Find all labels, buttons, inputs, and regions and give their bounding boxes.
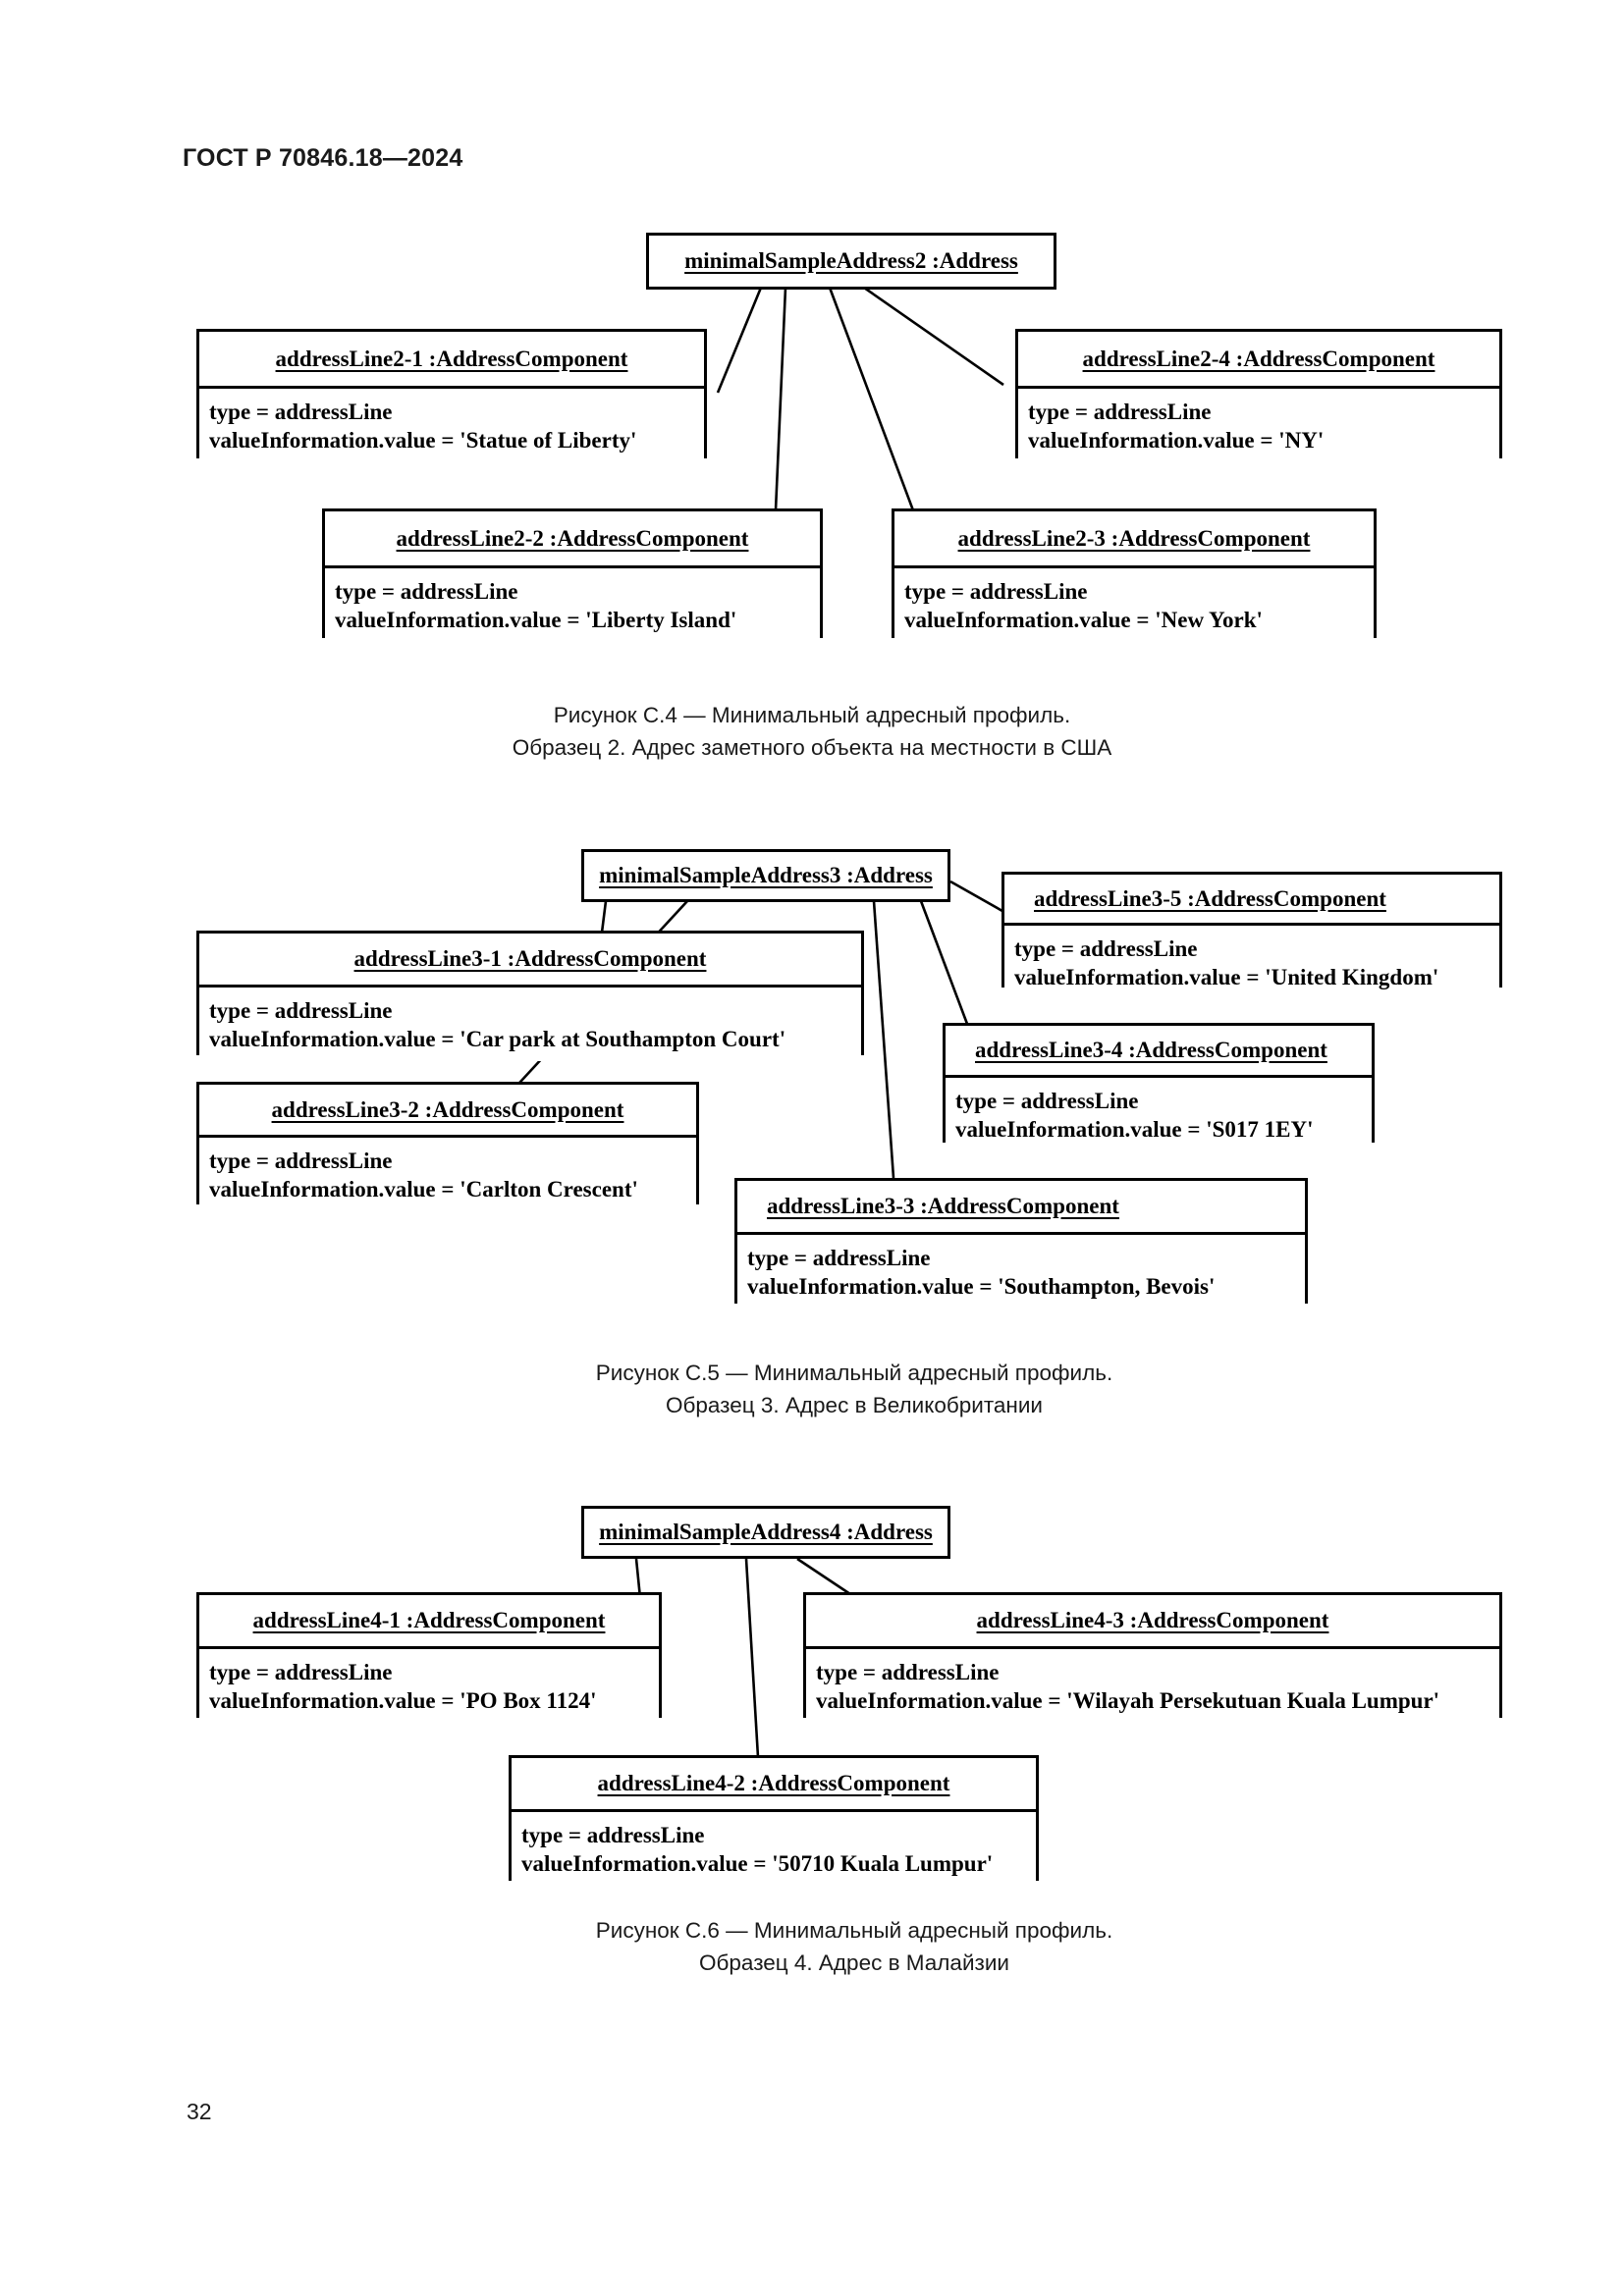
uml-title-text: minimalSampleAddress2 :Address [684,248,1018,273]
uml-title-text: addressLine2-4 :AddressComponent [1082,346,1435,371]
uml-attributes: type = addressLine valueInformation.valu… [512,1812,1036,1886]
uml-title-text: addressLine3-4 :AddressComponent [975,1038,1327,1062]
uml-attributes: type = addressLine valueInformation.valu… [199,988,861,1061]
uml-attributes: type = addressLine valueInformation.valu… [199,1138,696,1211]
uml-attributes: type = addressLine valueInformation.valu… [806,1649,1499,1723]
addressLine3-2-box[interactable]: addressLine3-2 :AddressComponent type = … [196,1082,699,1211]
addressLine2-3-box[interactable]: addressLine2-3 :AddressComponent type = … [892,508,1377,642]
uml-title-row: addressLine3-4 :AddressComponent [946,1026,1372,1078]
uml-title-row: addressLine3-3 :AddressComponent [737,1181,1305,1235]
root-minimalSampleAddress4-box[interactable]: minimalSampleAddress4 :Address [581,1506,950,1559]
figure-c6-caption: Рисунок С.6 — Минимальный адресный профи… [595,1918,1113,1975]
uml-title-row: addressLine4-3 :AddressComponent [806,1595,1499,1649]
uml-title-text: addressLine2-2 :AddressComponent [396,525,749,551]
uml-attribute-value: valueInformation.value = '50710 Kuala Lu… [521,1851,994,1876]
uml-attribute-value: valueInformation.value = 'Wilayah Persek… [816,1688,1440,1713]
uml-attribute-type: type = addressLine [816,1660,1000,1684]
uml-attributes: type = addressLine valueInformation.valu… [737,1235,1305,1308]
uml-attributes: type = addressLine valueInformation.valu… [325,568,820,642]
uml-attributes: type = addressLine valueInformation.valu… [946,1078,1372,1151]
uml-title-text: minimalSampleAddress3 :Address [599,863,933,887]
uml-title-text: addressLine3-3 :AddressComponent [767,1194,1119,1218]
uml-attributes: type = addressLine valueInformation.valu… [199,389,704,462]
uml-title-text: addressLine3-5 :AddressComponent [1034,885,1386,911]
uml-attribute-type: type = addressLine [1014,936,1198,961]
uml-title-text: addressLine4-2 :AddressComponent [597,1771,950,1795]
page-number: 32 [187,2099,212,2124]
uml-title-text: addressLine2-3 :AddressComponent [957,525,1311,551]
uml-attribute-type: type = addressLine [955,1089,1139,1113]
uml-title-text: addressLine3-2 :AddressComponent [271,1096,624,1122]
uml-attribute-value: valueInformation.value = 'Southampton, B… [747,1274,1216,1299]
uml-attribute-value: valueInformation.value = 'Liberty Island… [335,608,737,632]
uml-title-text: addressLine4-3 :AddressComponent [976,1608,1329,1632]
uml-attribute-type: type = addressLine [335,579,518,604]
uml-attribute-value: valueInformation.value = 'S017 1EY' [955,1117,1314,1142]
uml-title-text: addressLine3-1 :AddressComponent [353,946,707,971]
uml-title-row: addressLine4-1 :AddressComponent [199,1595,659,1649]
figure-c4-caption: Рисунок С.4 — Минимальный адресный профи… [512,703,1112,760]
uml-title-row: minimalSampleAddress2 :Address [649,236,1054,287]
uml-attribute-type: type = addressLine [209,1148,393,1173]
uml-attribute-type: type = addressLine [747,1246,931,1270]
uml-attribute-value: valueInformation.value = 'NY' [1028,428,1325,453]
uml-title-text: addressLine4-1 :AddressComponent [252,1608,606,1632]
uml-attribute-value: valueInformation.value = 'Car park at So… [209,1027,786,1051]
addressLine4-3-box[interactable]: addressLine4-3 :AddressComponent type = … [803,1592,1502,1723]
addressLine2-1-box[interactable]: addressLine2-1 :AddressComponent type = … [196,329,707,462]
uml-attribute-type: type = addressLine [1028,400,1212,424]
uml-title-row: addressLine2-1 :AddressComponent [199,332,704,389]
uml-title-row: addressLine3-2 :AddressComponent [199,1085,696,1138]
addressLine2-4-box[interactable]: addressLine2-4 :AddressComponent type = … [1015,329,1502,462]
uml-title-text: addressLine2-1 :AddressComponent [275,346,628,371]
uml-attributes: type = addressLine valueInformation.valu… [1018,389,1499,462]
addressLine3-1-box[interactable]: addressLine3-1 :AddressComponent type = … [196,931,864,1061]
addressLine3-3-box[interactable]: addressLine3-3 :AddressComponent type = … [734,1178,1308,1308]
uml-attribute-type: type = addressLine [904,579,1088,604]
uml-attribute-value: valueInformation.value = 'United Kingdom… [1014,965,1439,989]
uml-title-row: minimalSampleAddress4 :Address [584,1509,947,1556]
addressLine4-1-box[interactable]: addressLine4-1 :AddressComponent type = … [196,1592,662,1723]
uml-attributes: type = addressLine valueInformation.valu… [199,1649,659,1723]
root-minimalSampleAddress2-box[interactable]: minimalSampleAddress2 :Address [646,233,1056,290]
uml-title-row: addressLine2-3 :AddressComponent [894,511,1374,568]
uml-attribute-type: type = addressLine [209,998,393,1023]
uml-title-row: addressLine2-2 :AddressComponent [325,511,820,568]
figure-c5-caption: Рисунок С.5 — Минимальный адресный профи… [595,1361,1113,1417]
uml-attribute-value: valueInformation.value = 'PO Box 1124' [209,1688,597,1713]
uml-title-row: minimalSampleAddress3 :Address [584,852,947,899]
uml-attribute-value: valueInformation.value = 'New York' [904,608,1263,632]
uml-attribute-value: valueInformation.value = 'Statue of Libe… [209,428,637,453]
addressLine3-5-box[interactable]: addressLine3-5 :AddressComponent type = … [1001,872,1502,999]
uml-attributes: type = addressLine valueInformation.valu… [1004,926,1499,999]
uml-attributes: type = addressLine valueInformation.valu… [894,568,1374,642]
addressLine3-4-box[interactable]: addressLine3-4 :AddressComponent type = … [943,1023,1375,1151]
uml-title-row: addressLine2-4 :AddressComponent [1018,332,1499,389]
uml-attribute-value: valueInformation.value = 'Carlton Cresce… [209,1177,638,1201]
addressLine2-2-box[interactable]: addressLine2-2 :AddressComponent type = … [322,508,823,642]
uml-title-row: addressLine4-2 :AddressComponent [512,1758,1036,1812]
uml-title-text: minimalSampleAddress4 :Address [599,1520,933,1544]
addressLine4-2-box[interactable]: addressLine4-2 :AddressComponent type = … [509,1755,1039,1886]
root-minimalSampleAddress3-box[interactable]: minimalSampleAddress3 :Address [581,849,950,902]
uml-title-row: addressLine3-5 :AddressComponent [1004,875,1499,926]
document-header-standard-number: ГОСТ Р 70846.18—2024 [183,144,463,172]
uml-attribute-type: type = addressLine [209,1660,393,1684]
uml-title-row: addressLine3-1 :AddressComponent [199,934,861,988]
uml-attribute-type: type = addressLine [521,1823,705,1847]
uml-attribute-type: type = addressLine [209,400,393,424]
